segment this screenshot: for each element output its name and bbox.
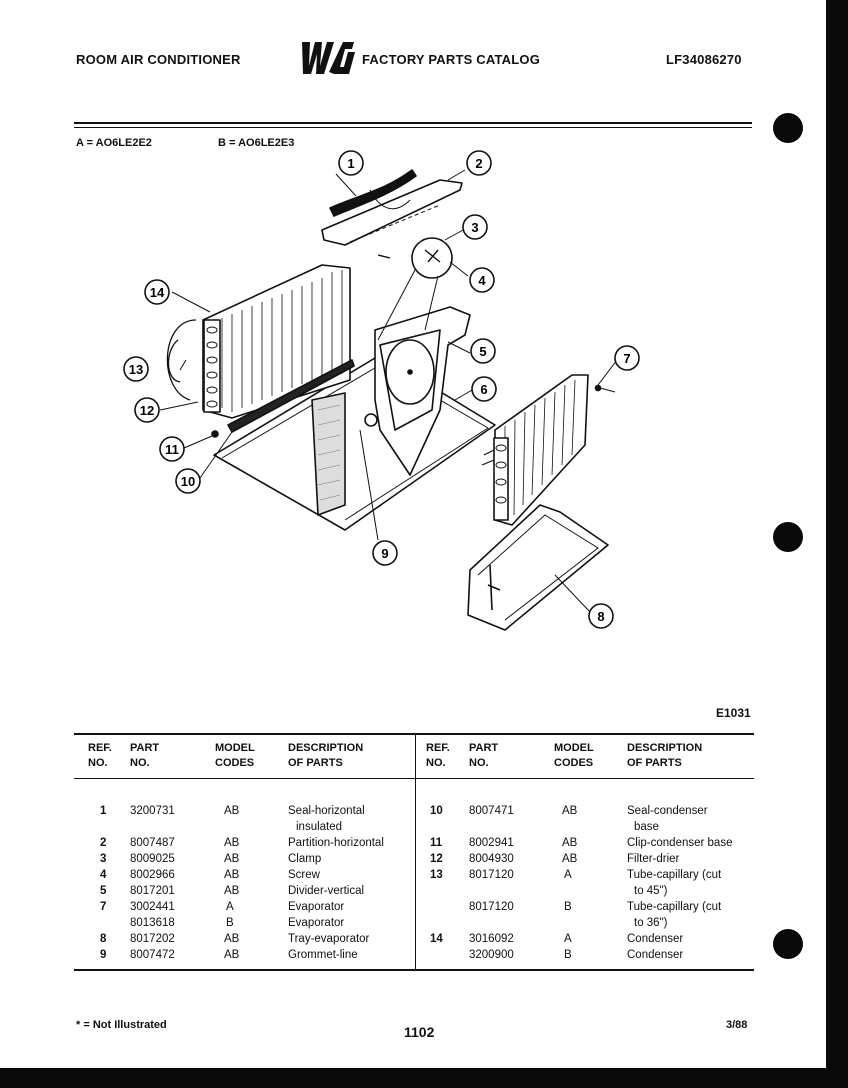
- punch-hole: [773, 522, 803, 552]
- svg-text:13: 13: [129, 362, 143, 377]
- svg-text:12: 12: [140, 403, 154, 418]
- svg-text:4: 4: [478, 273, 486, 288]
- callout-1: 1: [338, 150, 364, 176]
- svg-text:5: 5: [479, 344, 486, 359]
- callout-12: 12: [134, 397, 160, 423]
- foam-seal: [311, 392, 346, 516]
- svg-text:11: 11: [165, 442, 179, 457]
- header-rule-thin: [74, 127, 752, 128]
- punch-hole: [773, 113, 803, 143]
- page-edge-right: [826, 0, 848, 1088]
- svg-text:7: 7: [623, 351, 630, 366]
- punch-hole: [773, 929, 803, 959]
- wci-logo: [302, 42, 355, 74]
- footnote-not-illustrated: * = Not Illustrated: [76, 1019, 167, 1031]
- callout-4: 4: [469, 267, 495, 293]
- partition-horizontal: [321, 179, 463, 246]
- svg-text:14: 14: [150, 285, 165, 300]
- col-ref-header-right: REF.NO.: [426, 742, 450, 769]
- svg-text:8: 8: [597, 609, 604, 624]
- page-number: 1102: [404, 1024, 435, 1040]
- svg-text:9: 9: [381, 546, 388, 561]
- svg-text:6: 6: [480, 382, 487, 397]
- svg-text:1: 1: [347, 156, 354, 171]
- callout-8: 8: [588, 603, 614, 629]
- catalog-category: ROOM AIR CONDITIONER: [76, 52, 241, 67]
- callout-5: 5: [470, 338, 496, 364]
- tray-evaporator: [467, 504, 609, 631]
- callout-6: 6: [471, 376, 497, 402]
- callout-2: 2: [466, 150, 492, 176]
- header-rule: [74, 122, 752, 124]
- col-ref-header: REF.NO.: [88, 742, 112, 769]
- exploded-parts-diagram: 1 2 3 4 5 6 7 8 9 10 11 12 13 14: [123, 150, 640, 631]
- callout-9: 9: [372, 540, 398, 566]
- catalog-number: LF34086270: [666, 52, 742, 67]
- page-edge-bottom: [0, 1068, 848, 1088]
- figure-reference: E1031: [716, 706, 751, 720]
- callout-13: 13: [123, 356, 149, 382]
- model-a: A = AO6LE2E2: [76, 137, 152, 149]
- callout-3: 3: [462, 214, 488, 240]
- catalog-title: FACTORY PARTS CATALOG: [362, 52, 541, 67]
- model-b: B = AO6LE2E3: [218, 137, 295, 149]
- callout-14: 14: [144, 279, 170, 305]
- svg-text:10: 10: [181, 474, 195, 489]
- callout-7: 7: [614, 345, 640, 371]
- callout-11: 11: [159, 436, 185, 462]
- svg-text:3: 3: [471, 220, 478, 235]
- revision-date: 3/88: [726, 1019, 748, 1031]
- callout-10: 10: [175, 468, 201, 494]
- svg-text:2: 2: [475, 156, 482, 171]
